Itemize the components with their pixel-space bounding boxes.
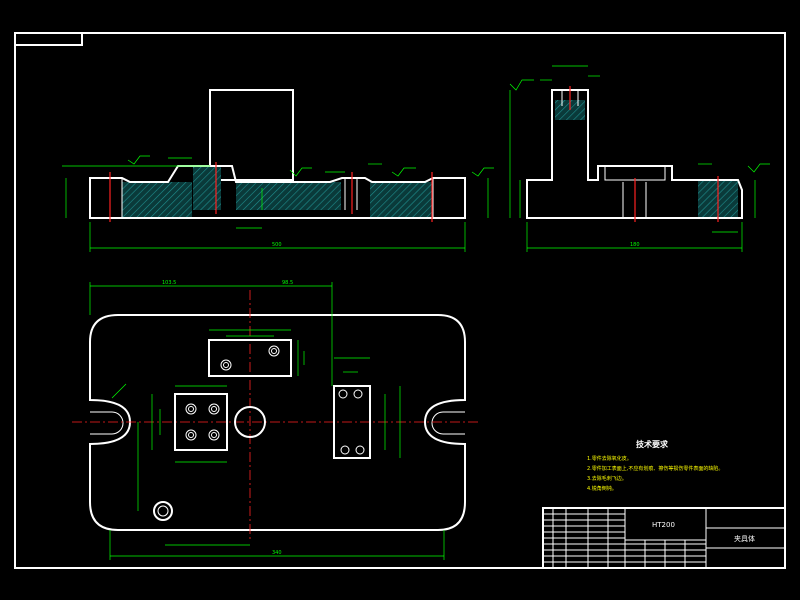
title-block: HT200 夹具体 xyxy=(542,507,786,569)
drawing-frame xyxy=(14,32,786,569)
side-view-body xyxy=(526,89,743,219)
plan-length-dim: 340 xyxy=(272,550,282,556)
side-view: 180 xyxy=(509,65,770,252)
corner-hole xyxy=(153,501,173,521)
center-bore xyxy=(234,406,266,438)
front-view-base xyxy=(89,165,466,219)
locating-pad-left xyxy=(174,393,228,451)
side-length-dim: 180 xyxy=(630,242,640,248)
plan-offset-1: 103.5 xyxy=(162,280,176,286)
corner-tag xyxy=(14,32,83,46)
locating-pad-top xyxy=(208,339,292,377)
notes-line-3: 3.去除毛刺飞边。 xyxy=(587,475,627,482)
part-name-label: 夹具体 xyxy=(734,534,755,543)
notes-line-4: 4.锐角倒钝。 xyxy=(587,485,617,492)
plan-offset-2: 98.5 xyxy=(282,280,293,286)
front-length-dim: 500 xyxy=(272,242,282,248)
plan-view-outline xyxy=(89,314,466,531)
notes-line-2: 2.零件加工表面上,不应有划痕、擦伤等损伤零件表面的缺陷。 xyxy=(587,465,723,472)
front-view: 500 xyxy=(62,89,494,252)
material-label: HT200 xyxy=(652,521,675,529)
front-view-upright xyxy=(209,89,294,181)
technical-notes: 技术要求 1.零件去除氧化皮。 2.零件加工表面上,不应有划痕、擦伤等损伤零件表… xyxy=(587,439,723,492)
notes-line-1: 1.零件去除氧化皮。 xyxy=(587,455,632,462)
plan-view: 103.5 98.5 340 xyxy=(72,280,480,560)
screw-holes xyxy=(185,345,365,455)
notes-title: 技术要求 xyxy=(636,439,669,449)
locating-pad-right xyxy=(333,385,371,459)
